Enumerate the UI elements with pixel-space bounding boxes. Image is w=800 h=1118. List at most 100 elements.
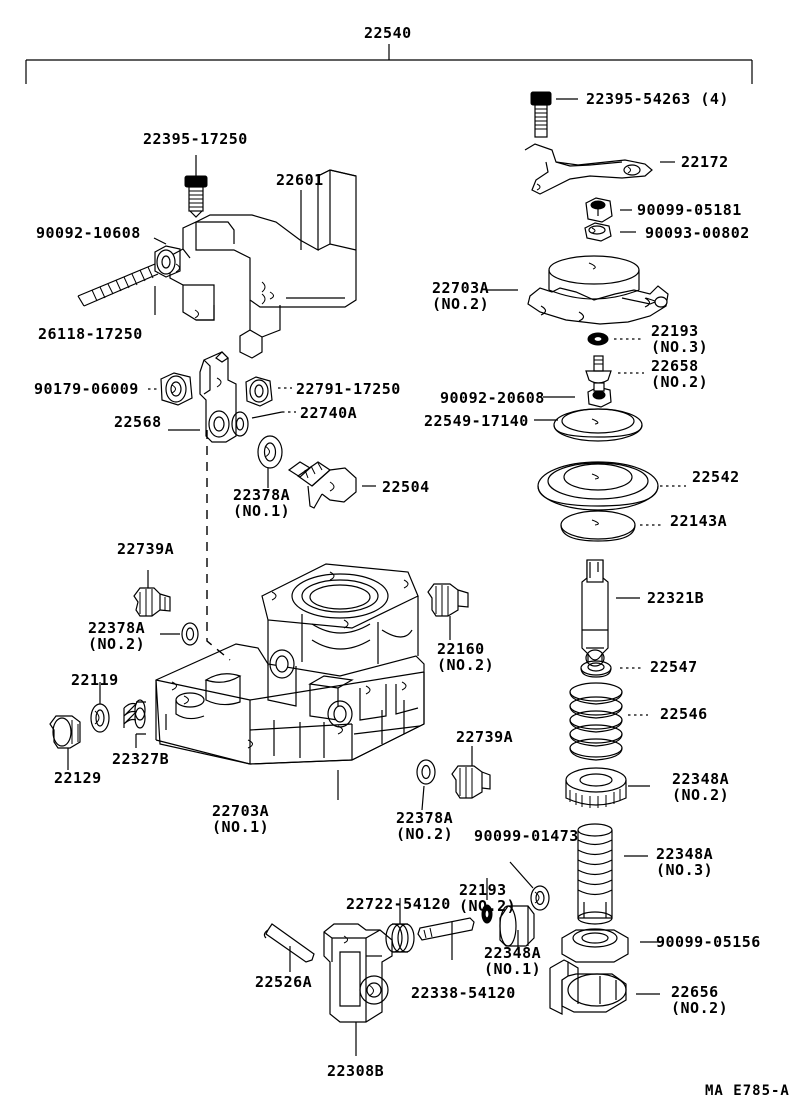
plunger-22321B-art [581, 559, 640, 667]
callout-22143A: 22143A [670, 512, 728, 530]
oring-22378A-no2-top-art [160, 622, 199, 646]
cover-22703A-no2-art [486, 255, 669, 325]
callout-22160-no2-note: (NO.2) [437, 656, 495, 674]
bolt-90092-20608-art [543, 382, 612, 408]
nut-90179-06009-art [148, 372, 193, 406]
callout-22193-no2: 22193 [459, 881, 507, 899]
oring-22378A-no2-bot-art [416, 759, 436, 811]
callout-22601: 22601 [276, 171, 324, 189]
callout-22791-17250: 22791-17250 [296, 380, 401, 398]
callout-22193-no3: 22193 [651, 322, 699, 340]
oring-22193-no3-art [587, 332, 642, 346]
callout-90099-05181: 90099-05181 [637, 201, 742, 219]
nut-90099-05156-art [561, 928, 660, 963]
screw-26118-17250-art [77, 263, 159, 315]
callout-90092-20608: 90092-20608 [440, 389, 545, 407]
shaft-22504-art [287, 461, 376, 509]
bushing-22791-17250-art [245, 376, 292, 407]
assembly-bracket [25, 44, 753, 84]
callout-22348A-no2: 22348A [672, 770, 730, 788]
callout-22542: 22542 [692, 468, 740, 486]
valve-22658-no2-art [585, 355, 644, 384]
spring-22546-art [569, 682, 648, 761]
callout-22327B: 22327B [112, 750, 170, 768]
callout-22378A-no1: 22378A [233, 486, 291, 504]
plate-22549-17140-art [534, 408, 643, 442]
bracket-22656-no2-art [549, 959, 660, 1015]
callout-22348A-no1: 22348A [484, 944, 542, 962]
seat-22547-art [580, 660, 642, 678]
callout-22378A-no2-bot-note: (NO.2) [396, 825, 454, 843]
washer-90099-01473-art [509, 861, 550, 911]
callout-90093-00802: 90093-00802 [645, 224, 750, 242]
callout-22546: 22546 [660, 705, 708, 723]
callout-90099-05156: 90099-05156 [656, 933, 761, 951]
callout-22395-54263: 22395-54263 (4) [586, 90, 729, 108]
spring-22722-54120-art [385, 898, 415, 953]
callout-22119: 22119 [71, 671, 119, 689]
lever-22172-art [524, 143, 675, 195]
washer-22740A-art [231, 411, 296, 437]
callout-22504: 22504 [382, 478, 430, 496]
bolt-22395-17250-art [184, 155, 208, 218]
washer-90093-00802-art [584, 222, 636, 242]
callout-22348A-no1-note: (NO.1) [484, 960, 542, 978]
adjuster-22348A-no2-art [565, 767, 650, 808]
callout-22160-no2: 22160 [437, 640, 485, 658]
callout-22348A-no3: 22348A [656, 845, 714, 863]
bolt-22395-54263-art [530, 91, 578, 138]
callout-26118-17250: 26118-17250 [38, 325, 143, 343]
callout-90092-10608: 90092-10608 [36, 224, 141, 242]
body-22703A-no1-art [155, 563, 425, 800]
callout-22193-no3-note: (NO.3) [651, 338, 709, 356]
diaphragm-22542-art [537, 461, 686, 511]
callout-22129: 22129 [54, 769, 102, 787]
callout-22172: 22172 [681, 153, 729, 171]
nut-90099-05181-art [585, 197, 632, 223]
callout-22656-no2: 22656 [671, 983, 719, 1001]
callout-22547: 22547 [650, 658, 698, 676]
callout-22348A-no3-note: (NO.3) [656, 861, 714, 879]
callout-22740A: 22740A [300, 404, 358, 422]
callout-22193-no2-note: (NO.2) [459, 897, 517, 915]
callout-22395-17250: 22395-17250 [143, 130, 248, 148]
nut-90092-10608-art [153, 237, 181, 278]
sheet-code: MA E785-A [705, 1083, 790, 1099]
callout-22568: 22568 [114, 413, 162, 431]
seat-22119-art [90, 682, 110, 733]
callout-22540: 22540 [364, 24, 412, 42]
callout-22321B: 22321B [647, 589, 705, 607]
plug-22739A-bot-art [451, 746, 491, 799]
callout-22739A-bot: 22739A [456, 728, 514, 746]
housing-22308B-art [323, 923, 393, 1056]
rod-22526A-art [263, 923, 315, 972]
plug-22160-no2-art [427, 583, 469, 640]
callout-22656-no2-note: (NO.2) [671, 999, 729, 1017]
callout-22739A-top: 22739A [117, 540, 175, 558]
callout-22722-54120: 22722-54120 [346, 895, 451, 913]
callout-22338-54120: 22338-54120 [411, 984, 516, 1002]
sleeve-22348A-no1-art [499, 905, 535, 948]
callout-22658-no2-note: (NO.2) [651, 373, 709, 391]
callout-22703A-no1-note: (NO.1) [212, 818, 270, 836]
callout-90179-06009: 90179-06009 [34, 380, 139, 398]
plug-22739A-top-art [133, 570, 171, 617]
callout-22703A-no2: 22703A [432, 279, 490, 297]
callout-22378A-no2-top: 22378A [88, 619, 146, 637]
callout-22526A: 22526A [255, 973, 313, 991]
callout-22658-no2: 22658 [651, 357, 699, 375]
callout-22378A-no2-bot: 22378A [396, 809, 454, 827]
spring-22327B-art [123, 699, 146, 748]
callout-90099-01473: 90099-01473 [474, 827, 579, 845]
plate-22143A-art [560, 510, 664, 542]
callout-22549-17140: 22549-17140 [424, 412, 529, 430]
callout-22378A-no1-note: (NO.1) [233, 502, 291, 520]
screw-22348A-no3-art [577, 823, 648, 925]
callout-22348A-no2-note: (NO.2) [672, 786, 730, 804]
oring-22193-no2-art [481, 878, 493, 924]
bracket-22601-art [169, 169, 357, 359]
oring-22378A-no1-art [257, 435, 283, 488]
callout-22308B: 22308B [327, 1062, 385, 1080]
plug-22129-art [49, 715, 81, 770]
